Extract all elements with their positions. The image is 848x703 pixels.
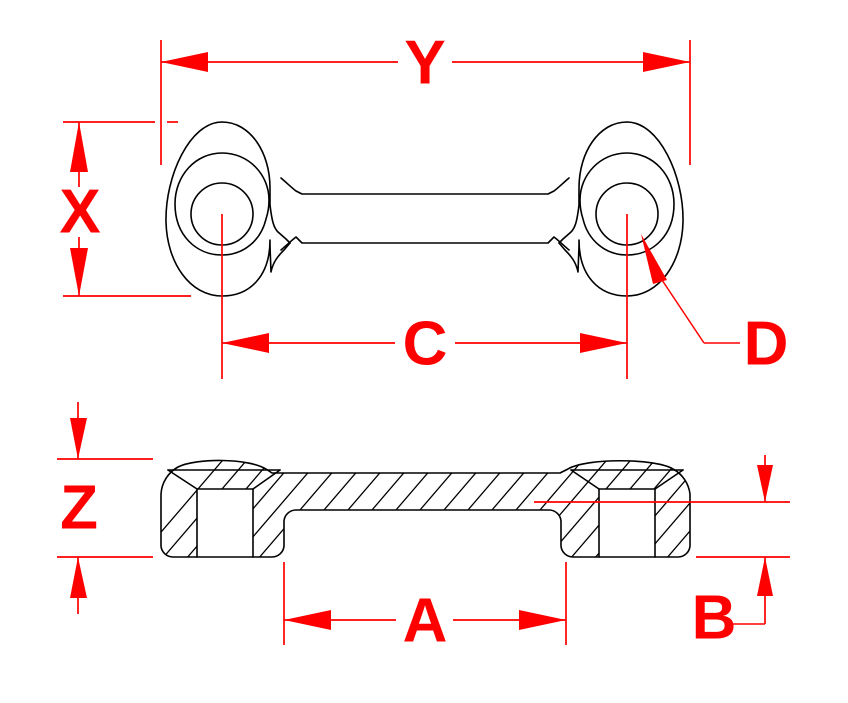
dimension-B-arrow-top <box>757 465 773 502</box>
dimension-C-arrow-left <box>222 333 269 353</box>
dimension-D-leader-diagonal <box>659 276 705 344</box>
right-boss-mid-outline <box>579 152 675 256</box>
left-boss-chamfer-left <box>167 469 198 490</box>
section-view-group: Z A B <box>57 402 790 656</box>
section-outer-profile <box>160 459 691 558</box>
dimension-Z-arrow-bottom <box>70 557 87 598</box>
dimension-D: D <box>641 234 788 379</box>
dimension-B: B <box>534 455 790 653</box>
right-boss-outer-outline-lower <box>558 121 684 297</box>
dimension-Z-arrow-top <box>70 418 87 459</box>
dimension-C-label: C <box>403 310 448 379</box>
web-bottom-edge <box>280 236 570 251</box>
dimension-X-arrow-top <box>70 122 88 172</box>
dimension-Y-label: Y <box>404 29 445 98</box>
dimension-A: A <box>283 562 567 656</box>
left-boss-section-detail <box>167 469 281 558</box>
dimension-C: C <box>222 310 627 379</box>
plan-view-group: Y X C <box>59 29 788 379</box>
dimension-Z-label: Z <box>60 474 98 543</box>
left-boss-outer-outline-lower <box>165 121 291 297</box>
dimension-C-arrow-right <box>580 333 627 353</box>
right-boss-section-detail <box>570 469 684 558</box>
right-boss-outer-outline <box>558 121 628 244</box>
left-bore-blank <box>197 489 253 557</box>
dimension-Y: Y <box>160 29 691 165</box>
right-boss-outlines <box>558 121 684 297</box>
dimension-X-label: X <box>59 178 100 247</box>
dimension-Z: Z <box>57 402 153 614</box>
dimension-D-leader-arrow <box>641 234 667 284</box>
left-boss-mid-outline <box>174 152 270 256</box>
right-boss-chamfer-left <box>570 469 600 490</box>
dimension-B-label: B <box>692 584 737 653</box>
left-boss-outlines <box>165 121 291 297</box>
dimension-Y-arrow-left <box>161 52 208 72</box>
dimension-A-label: A <box>403 587 448 656</box>
dimension-X: X <box>59 121 191 297</box>
dimension-D-label: D <box>744 310 789 379</box>
dimension-A-arrow-right <box>519 610 566 630</box>
dimension-Y-arrow-right <box>643 52 690 72</box>
right-boss-chamfer-right <box>654 469 684 490</box>
web-top-edge <box>280 177 570 195</box>
dimension-B-arrow-bottom <box>757 557 773 596</box>
dimension-A-arrow-left <box>284 610 331 630</box>
left-boss-chamfer-right <box>252 469 281 490</box>
right-bore-blank <box>599 489 655 557</box>
left-boss-outer-outline <box>221 121 291 244</box>
dimension-X-arrow-bottom <box>70 248 88 296</box>
